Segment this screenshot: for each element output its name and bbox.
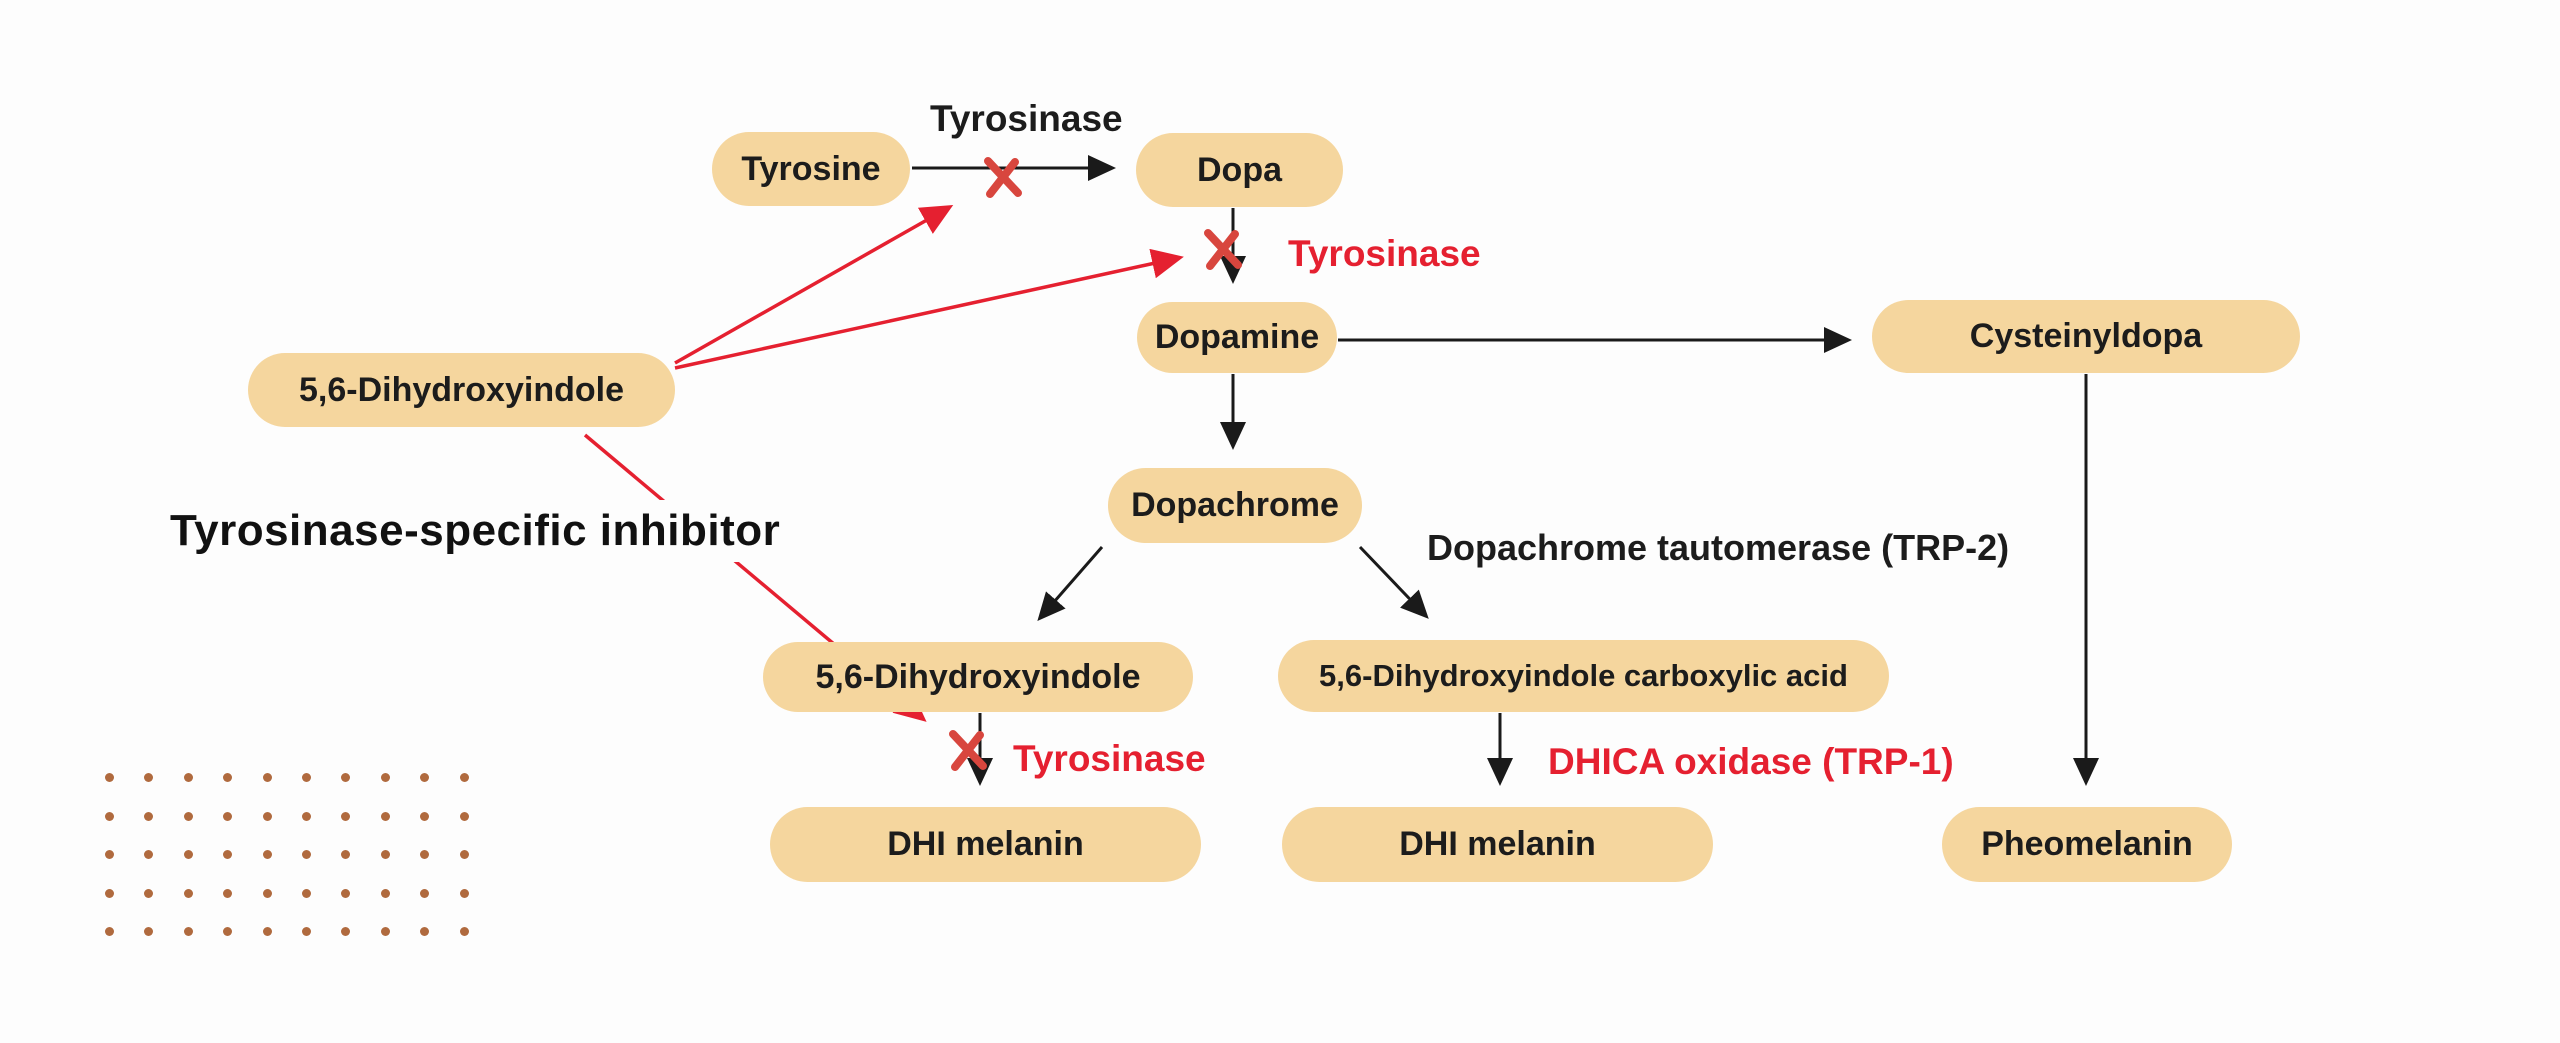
dot xyxy=(183,927,193,936)
dot xyxy=(262,811,272,821)
dot xyxy=(183,850,193,859)
dot xyxy=(302,811,311,821)
dot xyxy=(144,773,154,782)
x-mark-dopa-dopamine xyxy=(1204,229,1242,270)
dot xyxy=(105,927,114,936)
dot xyxy=(459,850,469,859)
dot xyxy=(341,850,351,859)
node-dopachrome: Dopachrome xyxy=(1108,468,1362,543)
dot xyxy=(223,927,233,936)
dot xyxy=(459,927,469,936)
x-mark-tyrosine-dopa xyxy=(984,157,1022,198)
dot xyxy=(420,850,430,859)
node-dhica-branch: 5,6-Dihydroxyindole carboxylic acid xyxy=(1278,640,1889,712)
node-pheomelanin: Pheomelanin xyxy=(1942,807,2232,882)
dot xyxy=(105,850,114,859)
dot xyxy=(223,811,233,821)
node-dhi-branch: 5,6-Dihydroxyindole xyxy=(763,642,1193,712)
dot xyxy=(459,773,469,782)
dot xyxy=(302,850,311,859)
dot xyxy=(420,773,430,782)
dot xyxy=(420,811,430,821)
dot xyxy=(105,773,114,782)
dot xyxy=(183,773,193,782)
inhibitor-arrow-to-tyrosine-dopa xyxy=(674,205,954,365)
node-cysteinyldopa: Cysteinyldopa xyxy=(1872,300,2300,373)
node-tyrosine: Tyrosine xyxy=(712,132,910,206)
node-dhi-melanin-right: DHI melanin xyxy=(1282,807,1713,882)
dot xyxy=(302,773,311,782)
label-tyrosinase-mid: Tyrosinase xyxy=(1288,233,1481,274)
x-mark-dhi-melanin xyxy=(949,730,987,771)
dot xyxy=(144,927,154,936)
dot xyxy=(341,811,351,821)
dot xyxy=(223,850,233,859)
dot xyxy=(341,773,351,782)
node-dhi-inhibitor-source: 5,6-Dihydroxyindole xyxy=(248,353,675,427)
node-dopamine: Dopamine xyxy=(1137,302,1337,373)
inhibitor-annotation: Tyrosinase-specific inhibitor xyxy=(160,500,791,562)
label-trp1: DHICA oxidase (TRP-1) xyxy=(1548,741,1954,782)
dot xyxy=(420,927,430,936)
dot xyxy=(459,888,469,898)
dot xyxy=(380,811,390,821)
dot xyxy=(380,773,390,782)
dot xyxy=(459,811,469,821)
node-dhi-melanin-left: DHI melanin xyxy=(770,807,1201,882)
label-tyrosinase-bottom: Tyrosinase xyxy=(1013,738,1206,779)
dot-grid-decoration xyxy=(105,773,485,943)
inhibitor-arrow-to-dopa-dopamine xyxy=(674,248,1184,370)
dot xyxy=(341,927,351,936)
dot xyxy=(262,927,272,936)
dot xyxy=(105,888,114,898)
dot xyxy=(262,850,272,859)
label-trp2: Dopachrome tautomerase (TRP-2) xyxy=(1427,527,2010,568)
dot xyxy=(144,811,154,821)
arrow-dopachrome-to-dhica xyxy=(1358,545,1429,619)
dot xyxy=(341,888,351,898)
dot xyxy=(262,773,272,782)
dot xyxy=(223,773,233,782)
dot xyxy=(380,850,390,859)
dot xyxy=(183,888,193,898)
dot xyxy=(144,850,154,859)
dot xyxy=(302,888,311,898)
dot xyxy=(380,888,390,898)
dot xyxy=(262,888,272,898)
dot xyxy=(302,927,311,936)
dot xyxy=(420,888,430,898)
label-tyrosinase-top: Tyrosinase xyxy=(930,98,1123,139)
dot xyxy=(380,927,390,936)
dot xyxy=(223,888,233,898)
dot xyxy=(144,888,154,898)
dot xyxy=(105,811,114,821)
dot xyxy=(183,811,193,821)
node-dopa: Dopa xyxy=(1136,133,1343,207)
arrow-dopachrome-to-dhi xyxy=(1037,546,1104,622)
